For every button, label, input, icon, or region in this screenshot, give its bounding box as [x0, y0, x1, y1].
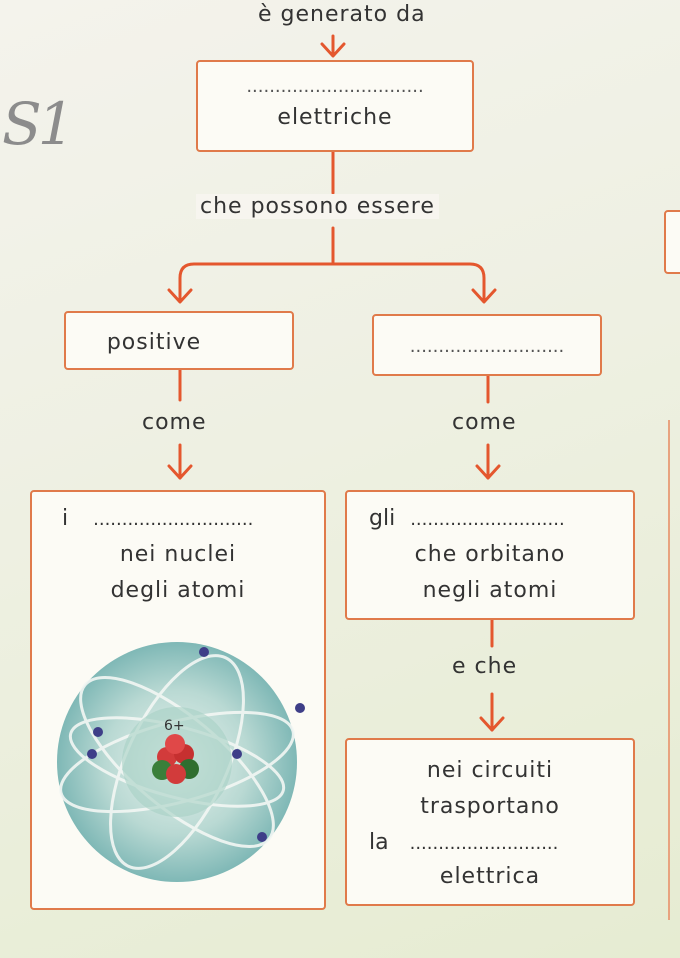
edge-box-fragment-lower [668, 420, 680, 920]
charges-blank[interactable]: ............................... [246, 76, 424, 97]
left-line3: degli atomi [110, 578, 246, 603]
right-come: come [452, 410, 517, 435]
atom-illustration: 6+ [57, 642, 305, 882]
protons-prefix: i [62, 506, 69, 531]
left-line2: nei nuclei [119, 542, 237, 567]
current-prefix: la [369, 830, 389, 855]
current-line3: la .......................... [369, 830, 558, 855]
left-come: come [142, 410, 207, 435]
current-box: nei circuiti trasportano la ............… [345, 738, 635, 906]
right-line2: che orbitano [414, 542, 566, 567]
positive-label: positive [106, 330, 202, 355]
top-label: è generato da [258, 2, 426, 27]
edge-box-fragment [664, 210, 680, 274]
negative-box: ........................... [372, 314, 602, 376]
right-line3: negli atomi [422, 578, 558, 603]
current-line4: elettrica [439, 864, 541, 889]
right-big-box: gli ........................... che orbi… [345, 490, 635, 620]
side-note: S1 [2, 90, 75, 158]
protons-line: i ............................ [62, 506, 253, 531]
current-blank[interactable]: .......................... [409, 833, 559, 854]
electrons [87, 647, 305, 842]
negative-blank[interactable]: ........................... [409, 336, 565, 357]
electrons-line: gli ........................... [369, 506, 565, 531]
left-big-box: i ............................ nei nucle… [30, 490, 326, 910]
e-che-label: e che [452, 654, 518, 679]
current-line1: nei circuiti [426, 758, 554, 783]
electrons-blank[interactable]: ........................... [410, 509, 565, 530]
nucleus [152, 734, 199, 784]
positive-box: positive [64, 311, 294, 370]
current-line2: trasportano [420, 794, 560, 819]
atom-charge-label: 6+ [164, 718, 185, 734]
charges-label: elettriche [277, 105, 393, 130]
charges-box: ............................... elettric… [196, 60, 474, 152]
protons-blank[interactable]: ............................ [93, 509, 254, 530]
electrons-prefix: gli [369, 506, 396, 531]
mid-label: che possono essere [196, 194, 439, 219]
